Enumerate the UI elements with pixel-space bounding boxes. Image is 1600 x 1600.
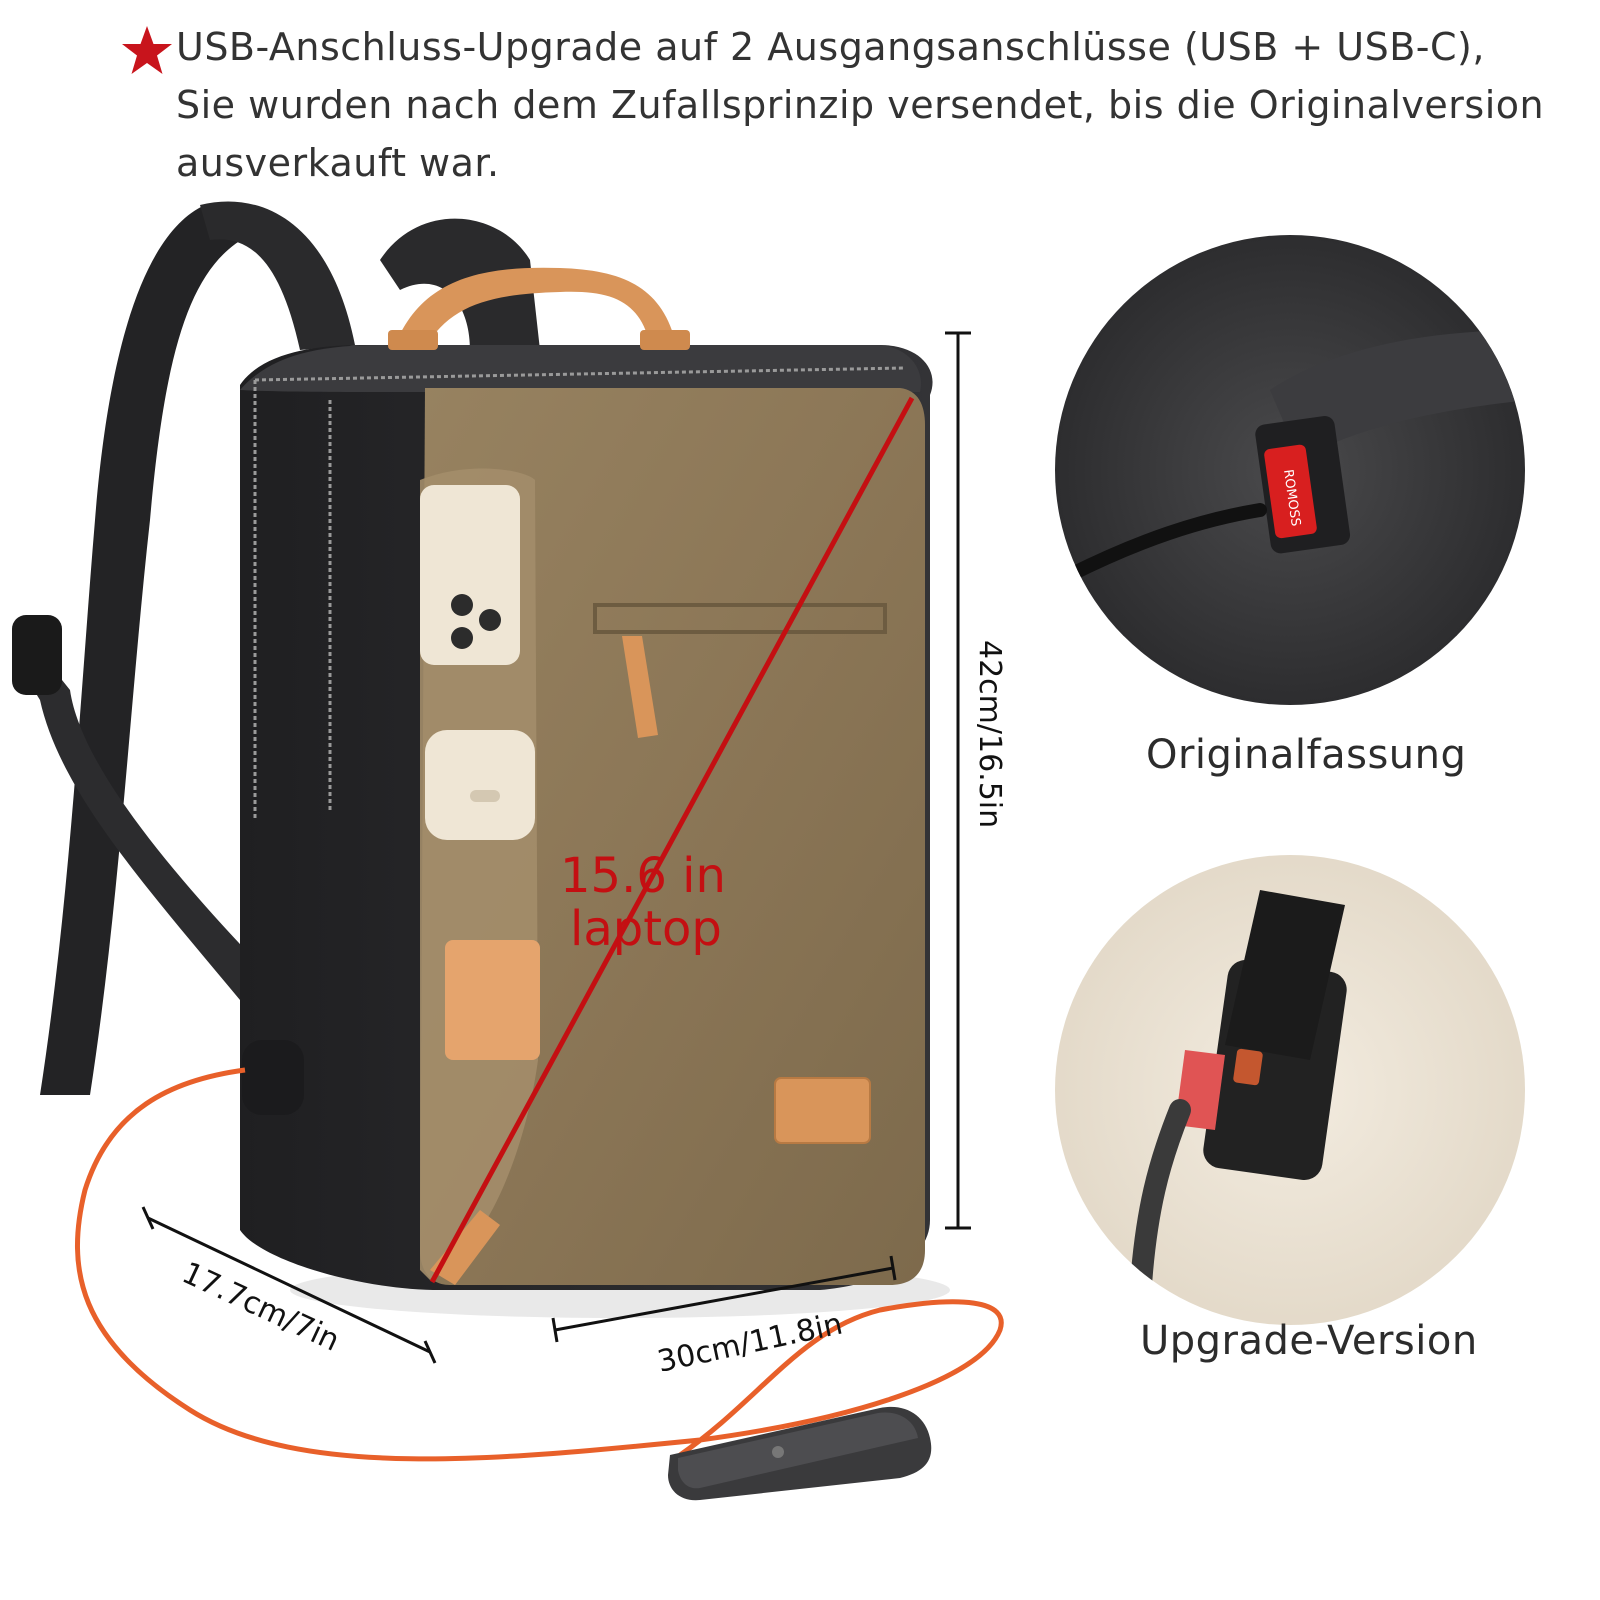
smartphone bbox=[668, 1406, 932, 1501]
front-zip-pocket bbox=[593, 603, 887, 634]
apple-logo-icon bbox=[772, 1446, 784, 1458]
pocket-powerbank bbox=[425, 730, 535, 840]
laptop-size-label: 15.6 in bbox=[560, 848, 726, 904]
brand-patch bbox=[774, 1077, 871, 1144]
usb-c-slot bbox=[1233, 1048, 1263, 1086]
headline-line-1: USB-Anschluss-Upgrade auf 2 Ausgangsansc… bbox=[176, 25, 1485, 69]
upgrade-caption: Upgrade-Version bbox=[1140, 1318, 1478, 1364]
port-flap bbox=[1225, 890, 1345, 1060]
side-pocket bbox=[420, 468, 538, 1280]
powerbank-switch bbox=[470, 790, 500, 802]
strap-webbing bbox=[21, 634, 255, 1000]
star-icon bbox=[122, 26, 172, 74]
side-usb-port bbox=[242, 1040, 304, 1115]
pocket-tissues bbox=[445, 940, 540, 1060]
original-caption: Originalfassung bbox=[1146, 732, 1467, 778]
phone-camera-icon bbox=[451, 594, 473, 616]
leather-handle bbox=[395, 267, 675, 348]
bag-top-panel bbox=[240, 345, 921, 392]
zip-pull bbox=[622, 636, 658, 738]
upgrade-cable bbox=[1129, 1099, 1191, 1311]
corner-tab bbox=[430, 1210, 500, 1285]
headline: USB-Anschluss-Upgrade auf 2 Ausgangsansc… bbox=[120, 18, 1580, 192]
shoulder-strap bbox=[40, 205, 250, 1095]
top-zipper bbox=[254, 366, 906, 382]
strap-buckle bbox=[12, 615, 62, 695]
height-label: 42cm/16.5in bbox=[972, 640, 1007, 828]
laptop-diagonal bbox=[429, 396, 915, 1284]
charging-cable bbox=[74, 1067, 1004, 1462]
phone-camera-icon-3 bbox=[479, 609, 501, 631]
headline-line-2: Sie wurden nach dem Zufallsprinzip verse… bbox=[176, 83, 1545, 127]
height-dimension: 42cm/16.5in bbox=[945, 331, 1007, 1230]
usb-plug bbox=[1264, 444, 1317, 539]
phone-camera-icon-2 bbox=[451, 627, 473, 649]
handle-tab-left bbox=[388, 330, 438, 350]
laptop-label: laptop bbox=[570, 901, 722, 957]
handle-tab-right bbox=[640, 330, 690, 350]
headline-line-3: ausverkauft war. bbox=[176, 141, 500, 185]
inset-original: ROMOSS bbox=[1055, 235, 1525, 705]
usb-cable bbox=[1063, 503, 1267, 582]
top-strap-left bbox=[200, 201, 355, 350]
inset-upgrade bbox=[1055, 855, 1525, 1325]
